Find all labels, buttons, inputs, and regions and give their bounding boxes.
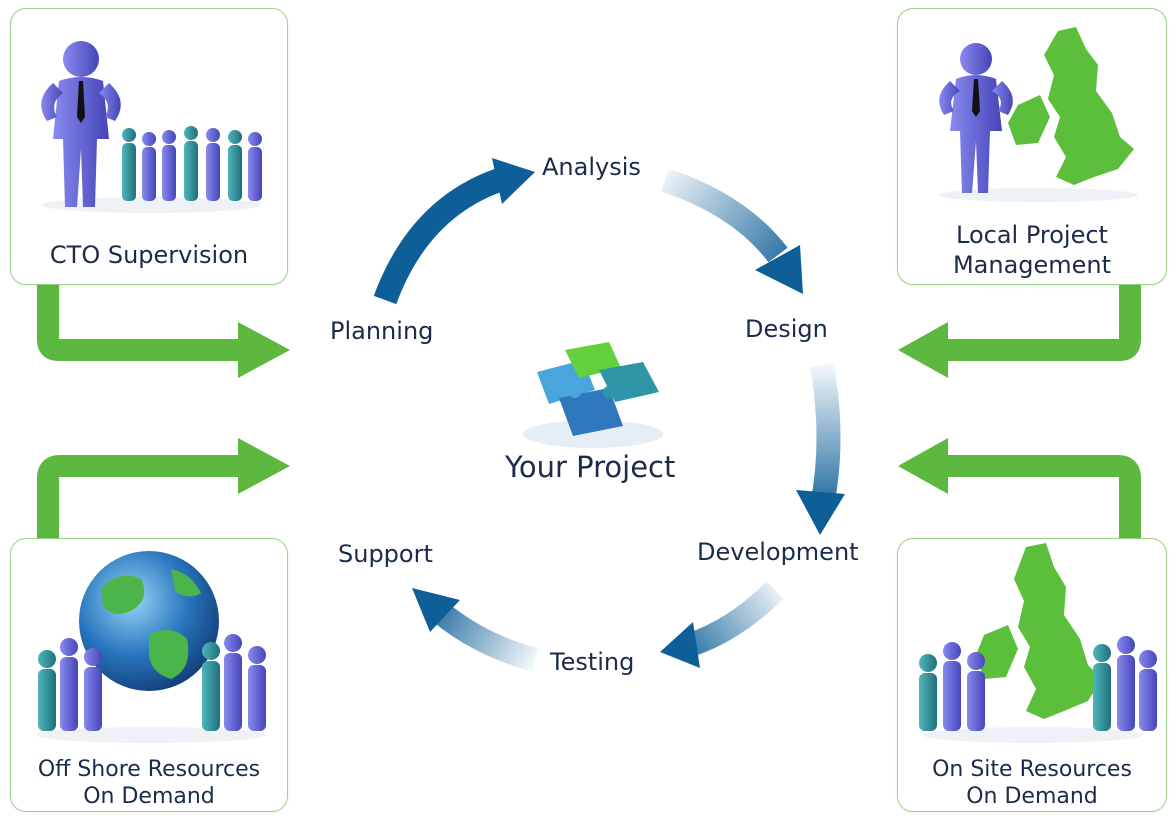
stage-development: Development <box>697 538 859 566</box>
stage-analysis: Analysis <box>542 153 641 181</box>
card-cto-supervision: CTO Supervision <box>10 8 288 285</box>
stage-support: Support <box>338 540 433 568</box>
uk-map-team-icon <box>919 543 1157 743</box>
card-local-pm-label-2: Management <box>952 251 1112 279</box>
card-local-pm-label-1: Local Project <box>956 221 1108 249</box>
card-local-project-management: Local Project Management <box>897 8 1167 285</box>
stage-testing: Testing <box>550 648 635 676</box>
globe-team-icon <box>36 551 266 743</box>
card-onsite-label-1: On Site Resources <box>932 757 1132 782</box>
card-onsite-label-2: On Demand <box>966 784 1098 809</box>
card-offshore-resources: Off Shore Resources On Demand <box>10 538 288 812</box>
green-arrow-offshore <box>37 438 290 540</box>
uk-map-manager-icon <box>938 27 1138 202</box>
puzzle-icon <box>523 342 663 448</box>
cycle-arrow-testing-to-support <box>412 588 539 672</box>
cycle-arrow-design-to-development <box>796 362 845 535</box>
cycle-arrow-development-to-testing <box>660 581 784 668</box>
card-cto-label: CTO Supervision <box>49 241 249 269</box>
cycle-arrow-analysis-to-design <box>661 168 803 294</box>
green-arrow-cto <box>37 282 290 378</box>
cycle-arrow-planning-to-analysis <box>373 158 535 305</box>
stage-planning: Planning <box>330 317 434 345</box>
team-leader-icon <box>41 41 262 213</box>
card-offshore-label-1: Off Shore Resources <box>37 757 261 782</box>
green-arrow-onsite <box>898 438 1141 540</box>
card-offshore-label-2: On Demand <box>83 784 215 809</box>
stage-design: Design <box>745 315 828 343</box>
center-label: Your Project <box>505 450 676 484</box>
green-arrow-local-pm <box>898 282 1141 378</box>
card-onsite-resources: On Site Resources On Demand <box>897 538 1167 812</box>
